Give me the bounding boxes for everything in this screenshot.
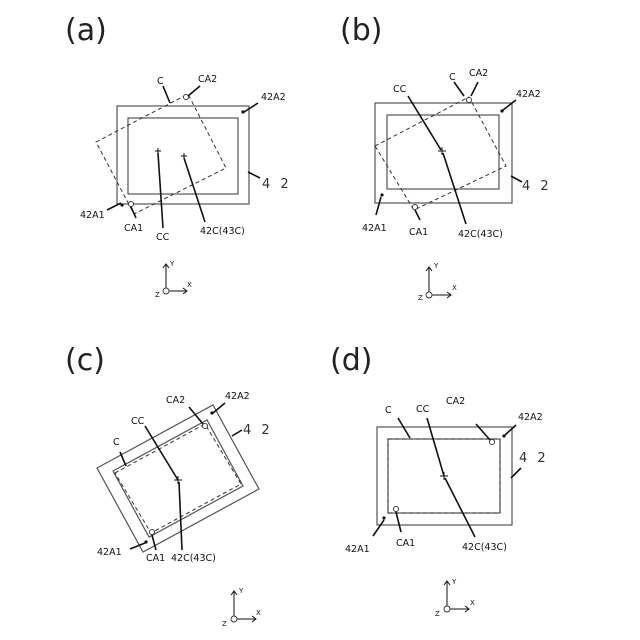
leader-42a2 <box>244 103 258 112</box>
mark-42a1 <box>382 516 385 519</box>
mark-42a1 <box>380 193 383 196</box>
axis-x-label: X <box>256 609 261 617</box>
axis-x-label: X <box>452 284 457 292</box>
panel-b: (b) C CA2 42A2 4 2 42A1 CA1 CC 42C(43C) … <box>340 13 552 302</box>
leader-42a1 <box>373 520 384 536</box>
leader-c <box>163 86 170 103</box>
leader-cc <box>145 426 178 480</box>
substrate-c-outline <box>375 97 506 210</box>
panel-c-letter: (c) <box>65 343 105 378</box>
label-42a1: 42A1 <box>80 210 105 221</box>
label-42a1: 42A1 <box>362 223 387 234</box>
label-c: C <box>449 72 456 83</box>
axis-indicator: Y X Z <box>418 262 457 302</box>
label-42a1: 42A1 <box>345 544 370 555</box>
axis-x-label: X <box>187 281 192 289</box>
leader-cc <box>158 153 163 228</box>
axis-z-label: Z <box>155 291 160 299</box>
panel-b-letter: (b) <box>340 13 382 48</box>
axis-y-label: Y <box>238 587 244 595</box>
leader-42c <box>184 158 205 222</box>
leader-42c <box>445 478 475 537</box>
leader-c <box>454 82 464 96</box>
axis-y-label: Y <box>433 262 439 270</box>
leader-42a1 <box>107 203 121 210</box>
leader-ca2 <box>471 82 478 96</box>
label-42c: 42C(43C) <box>171 553 216 564</box>
axis-y-label: Y <box>451 578 457 586</box>
label-c: C <box>113 437 120 448</box>
axis-z-label: Z <box>222 620 227 628</box>
mark-ca2 <box>489 439 494 444</box>
leader-42 <box>232 430 242 436</box>
mark-ca2 <box>466 97 471 102</box>
label-cc: CC <box>416 404 430 415</box>
leader-42a1 <box>376 197 381 215</box>
label-42a2: 42A2 <box>261 92 286 103</box>
label-c: C <box>385 405 392 416</box>
label-42a1: 42A1 <box>97 547 122 558</box>
panel-d: (d) C CA2 42A2 4 2 42A1 CA1 CC 42C(43C) … <box>330 343 549 618</box>
leader-ca2 <box>476 424 490 440</box>
panel-d-letter: (d) <box>330 343 372 378</box>
label-42a2: 42A2 <box>225 391 250 402</box>
panel-a: (a) C CA2 42A2 4 2 42A1 CA1 CC 42C(43C) <box>65 13 292 299</box>
label-cc: CC <box>393 84 407 95</box>
leader-ca1 <box>152 535 156 550</box>
label-42: 4 2 <box>262 177 292 192</box>
label-ca2: CA2 <box>166 395 185 406</box>
label-42: 4 2 <box>522 179 552 194</box>
panel-a-letter: (a) <box>65 13 107 48</box>
label-ca1: CA1 <box>409 227 428 238</box>
label-42c: 42C(43C) <box>458 229 503 240</box>
label-cc: CC <box>131 416 145 427</box>
axis-indicator: Y X Z <box>222 587 261 628</box>
label-c: C <box>157 76 164 87</box>
mark-ca1 <box>412 204 417 209</box>
mark-ca1 <box>149 529 154 534</box>
label-42: 4 2 <box>243 423 273 438</box>
leader-ca2 <box>188 86 200 96</box>
axis-z-label: Z <box>418 294 423 302</box>
leader-42 <box>511 176 522 182</box>
panel-c: (c) C CA2 42A2 4 2 42A1 CA1 CC 42C(43C) … <box>65 343 273 628</box>
leader-42a1 <box>130 543 145 549</box>
leader-42a2 <box>503 100 516 110</box>
leader-ca1 <box>131 207 136 218</box>
leader-ca2 <box>189 407 203 424</box>
axis-indicator: Y X Z <box>155 260 192 299</box>
label-42: 4 2 <box>519 451 549 466</box>
mark-ca1 <box>128 201 133 206</box>
label-ca2: CA2 <box>446 396 465 407</box>
label-ca1: CA1 <box>124 223 143 234</box>
label-42a2: 42A2 <box>518 412 543 423</box>
label-42a2: 42A2 <box>516 89 541 100</box>
label-ca2: CA2 <box>198 74 217 85</box>
label-42c: 42C(43C) <box>200 226 245 237</box>
label-ca1: CA1 <box>146 553 165 564</box>
axis-z-label: Z <box>435 610 440 618</box>
label-cc: CC <box>156 232 170 243</box>
axis-x-label: X <box>470 599 475 607</box>
leader-ca1 <box>415 210 420 220</box>
mark-ca2 <box>202 423 207 428</box>
leader-cc <box>408 96 441 150</box>
axis-indicator: Y X Z <box>435 578 475 618</box>
leader-42 <box>248 172 260 178</box>
label-42c: 42C(43C) <box>462 542 507 553</box>
leader-ca1 <box>396 512 401 532</box>
axis-y-label: Y <box>169 260 175 268</box>
label-ca1: CA1 <box>396 538 415 549</box>
mark-ca1 <box>393 506 398 511</box>
label-ca2: CA2 <box>469 68 488 79</box>
leader-c <box>398 418 410 438</box>
